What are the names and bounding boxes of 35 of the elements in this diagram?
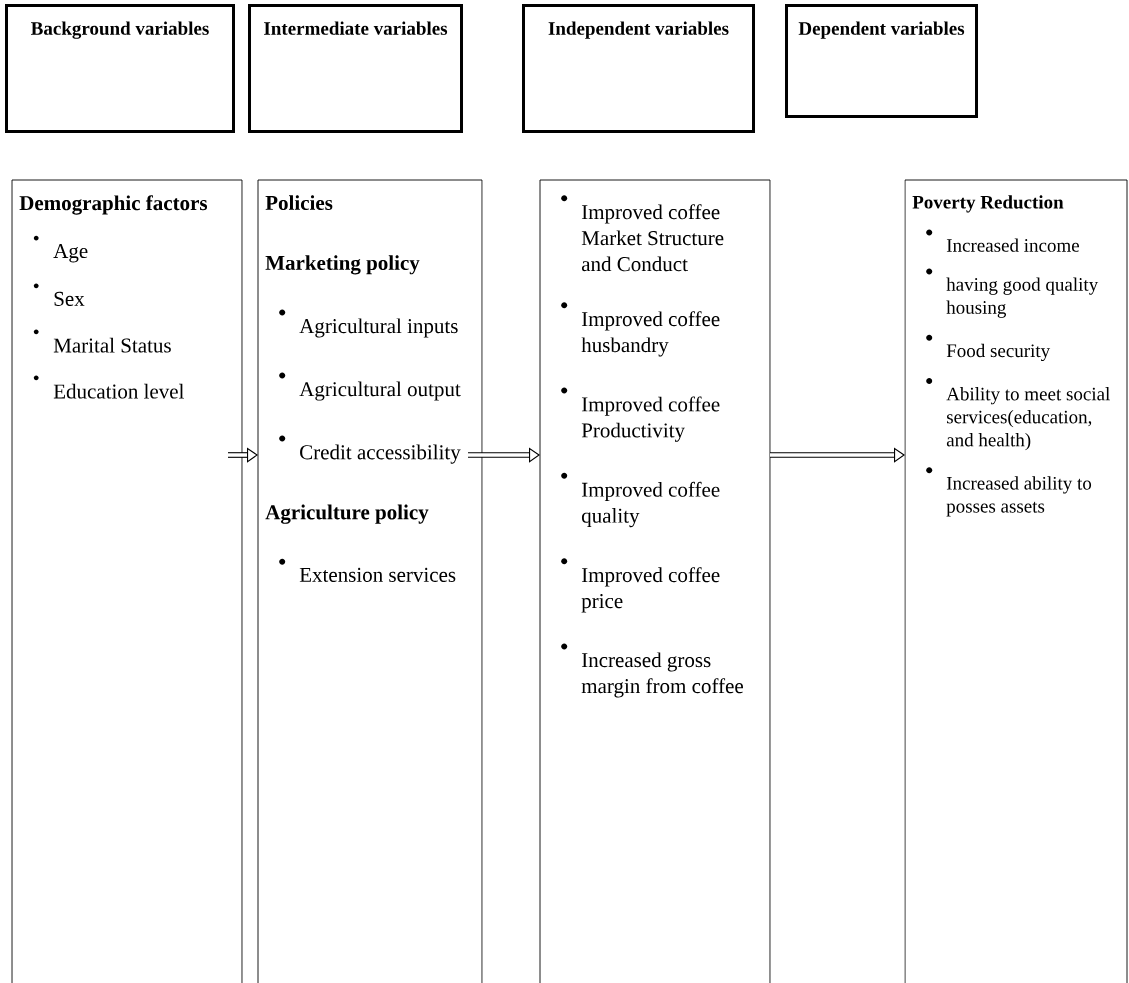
bullet-item: Increased gross margin from coffee [561,643,743,698]
bullet-item: Agricultural inputs [279,309,458,338]
header-box: Background variables [5,4,235,133]
heading: Demographic factors [19,195,208,215]
bullet-item: Increased ability to posses assets [926,467,1092,517]
column-box [539,179,771,983]
bullet-item: Age [33,235,88,263]
bullet-item: Improved coffee price [561,558,720,613]
bullet-item: Extension services [279,558,456,582]
bullet-item: Improved coffee Productivity [561,387,720,442]
bullet-item: Credit accessibility [279,435,461,464]
bullet-item: Improved coffee quality [561,472,720,528]
column-box [904,179,1128,983]
header-box: Independent variables [522,4,755,133]
heading: Marketing policy [265,255,420,275]
heading: Agriculture policy [265,504,429,524]
arrow [228,447,258,463]
bullet-item: having good quality housing [926,268,1099,318]
header-box: Intermediate variables [248,4,463,133]
bullet-item: Agricultural output [279,372,461,401]
bullet-item: Food security [926,334,1051,362]
bullet-item: Sex [33,283,85,306]
bullet-item: Improved coffee Market Structure and Conduct [561,195,724,272]
column-box [257,179,483,983]
header-box: Dependent variables [785,4,978,118]
column-box [11,179,243,983]
heading: Poverty Reduction [912,195,1064,213]
arrow [468,447,540,463]
bullet-item: Improved coffee husbandry [561,302,720,357]
bullet-item: Increased income [926,229,1079,252]
bullet-item: Marital Status [33,329,171,353]
heading: Policies [265,195,333,210]
bullet-item: Ability to meet social services(education, and health) [926,378,1110,451]
arrow [770,447,905,463]
bullet-item: Education level [33,375,184,399]
